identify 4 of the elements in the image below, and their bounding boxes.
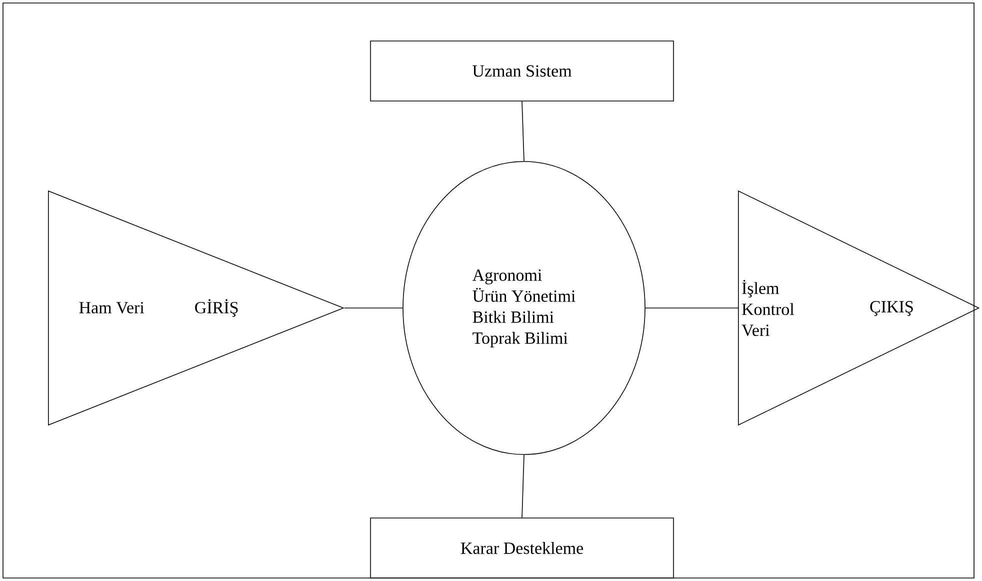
process-box: Uzman Sistem [370, 40, 674, 102]
process-box: Karar Destekleme [370, 518, 674, 578]
connector-line [522, 101, 524, 162]
connector-line [522, 454, 524, 518]
